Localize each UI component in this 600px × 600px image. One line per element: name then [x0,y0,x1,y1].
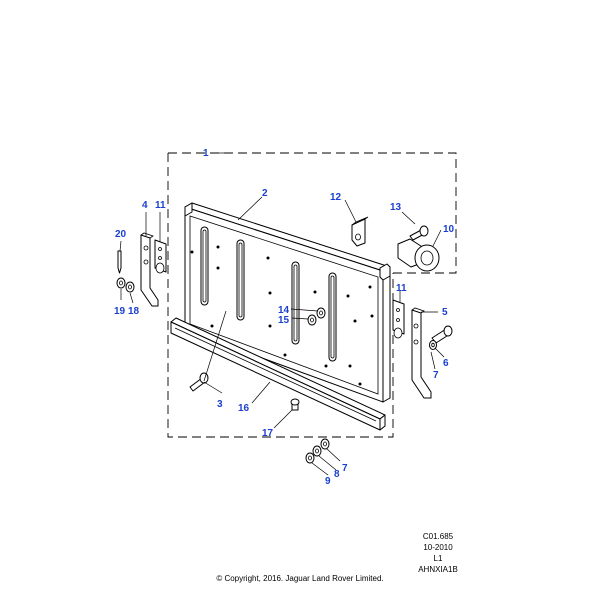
callout-18: 18 [128,306,140,317]
callout-3: 3 [217,399,223,410]
callout-12: 12 [330,192,342,203]
callout-10: 10 [443,224,455,235]
copyright-notice: © Copyright, 2016. Jaguar Land Rover Lim… [216,574,384,583]
reference-date: 10-2010 [423,543,453,552]
callout-14: 14 [278,305,290,316]
towing-eye [397,225,440,272]
right-hinge-bracket [411,307,432,399]
left-fixings [116,250,135,293]
reference-level: L1 [433,554,443,563]
bracket [351,216,369,247]
callout-4: 4 [142,200,148,211]
callout-1: 1 [203,148,209,159]
callout-6: 6 [443,358,449,369]
callout-5: 5 [442,307,448,318]
leader-lines [119,152,445,476]
callout-7b: 7 [342,463,348,474]
callout-17: 17 [262,428,274,439]
callout-19: 19 [114,306,126,317]
screw [189,372,209,392]
callout-2: 2 [262,188,268,199]
callout-9: 9 [325,476,331,487]
assembly-boundary [167,152,457,438]
callout-13: 13 [390,202,402,213]
callout-11b: 11 [396,283,407,294]
grommet [290,398,300,411]
reference-code: C01.685 [422,532,454,541]
callout-20: 20 [115,229,127,240]
right-bolt [429,325,453,350]
callout-11a: 11 [155,200,166,211]
callout-8: 8 [334,469,340,480]
left-hinge-bracket [140,232,159,307]
tailgate-panel [184,202,391,403]
callout-15: 15 [278,315,290,326]
bottom-seal-strip [170,317,386,431]
centre-washers [307,307,326,326]
callout-16: 16 [238,403,250,414]
right-hinge-plate [392,299,405,339]
callout-labels: 1 2 3 4 5 6 7 7 8 9 10 11 11 12 13 14 15… [114,148,455,487]
bottom-washers [305,438,330,464]
callout-7a: 7 [433,370,439,381]
left-hinge-plate [154,239,167,274]
illustration-id: AHNXIA1B [418,565,458,574]
